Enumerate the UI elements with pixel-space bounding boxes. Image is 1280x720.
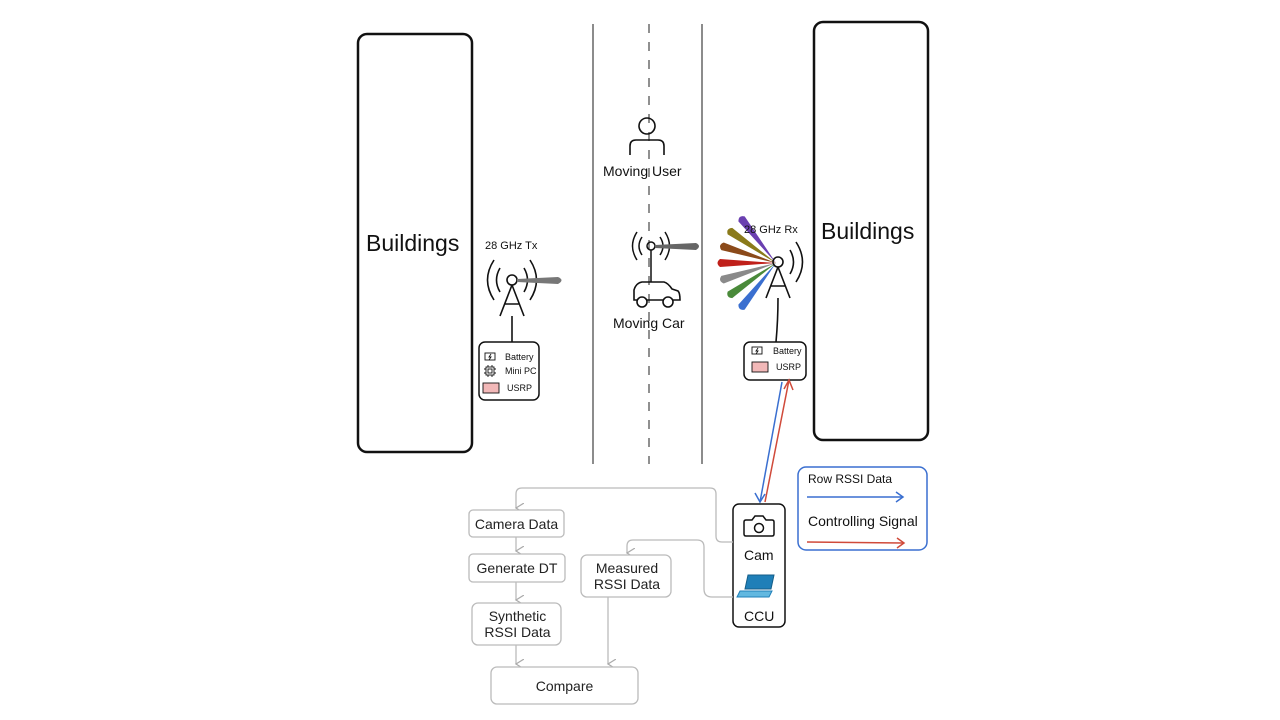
cam-label: Cam — [744, 547, 774, 563]
legend-control-label: Controlling Signal — [808, 513, 918, 529]
laptop-icon — [736, 574, 775, 598]
flow-connectors — [516, 487, 733, 664]
ccu-label: CCU — [744, 608, 775, 624]
tx-minipc-label: Mini PC — [505, 366, 537, 376]
legend-red-arrow — [806, 537, 906, 549]
compare-box — [490, 666, 639, 705]
tx-beam — [517, 277, 562, 284]
car-icon — [633, 281, 681, 308]
measured-rssi-label: Measured RSSI Data — [593, 560, 661, 592]
rx-label: 28 GHz Rx — [744, 224, 798, 236]
rx-antenna-icon — [765, 241, 804, 343]
tx-battery-label: Battery — [505, 352, 534, 362]
moving-car-label: Moving Car — [613, 315, 685, 331]
user-icon — [629, 117, 665, 155]
usrp-icon — [482, 382, 500, 394]
left-building — [356, 32, 474, 454]
camera-data-box — [468, 509, 565, 538]
battery-icon — [484, 352, 496, 361]
synthetic-rssi-box — [471, 602, 562, 646]
generate-dt-label: Generate DT — [476, 560, 558, 576]
rx-beam — [738, 263, 776, 310]
legend-rssi-label: Row RSSI Data — [808, 472, 893, 486]
legend-box — [797, 466, 928, 551]
car-beam — [655, 243, 699, 250]
car-antenna-icon — [631, 231, 671, 282]
battery-icon — [751, 346, 763, 355]
rx-battery-label: Battery — [773, 346, 802, 356]
generate-dt-box — [468, 553, 566, 583]
right-building-label: Buildings — [821, 218, 915, 244]
usrp-icon — [751, 361, 769, 373]
synthetic-rssi-label: Synthetic RSSI Data — [484, 608, 551, 640]
rx-beam — [727, 227, 776, 263]
camera-icon — [743, 515, 775, 537]
chip-icon — [484, 365, 496, 377]
tx-antenna-icon — [486, 259, 538, 342]
rx-usrp-label: USRP — [776, 362, 802, 372]
tx-usrp-label: USRP — [507, 383, 533, 393]
measured-rssi-box — [580, 554, 672, 598]
rx-beam — [720, 242, 776, 263]
rx-beam — [720, 263, 776, 284]
moving-user-label: Moving User — [603, 163, 682, 179]
rssi-data-link — [754, 381, 783, 504]
control-signal-link — [764, 378, 794, 503]
left-building-label: Buildings — [366, 230, 460, 256]
camera-data-label: Camera Data — [474, 516, 559, 532]
tx-label: 28 GHz Tx — [485, 240, 538, 252]
rx-beam — [717, 259, 776, 267]
rx-beam — [738, 216, 776, 263]
rx-beam-fan — [717, 216, 776, 310]
compare-label: Compare — [535, 678, 594, 694]
right-building — [812, 20, 930, 442]
rx-beam — [727, 263, 776, 299]
legend-blue-arrow — [807, 491, 905, 503]
